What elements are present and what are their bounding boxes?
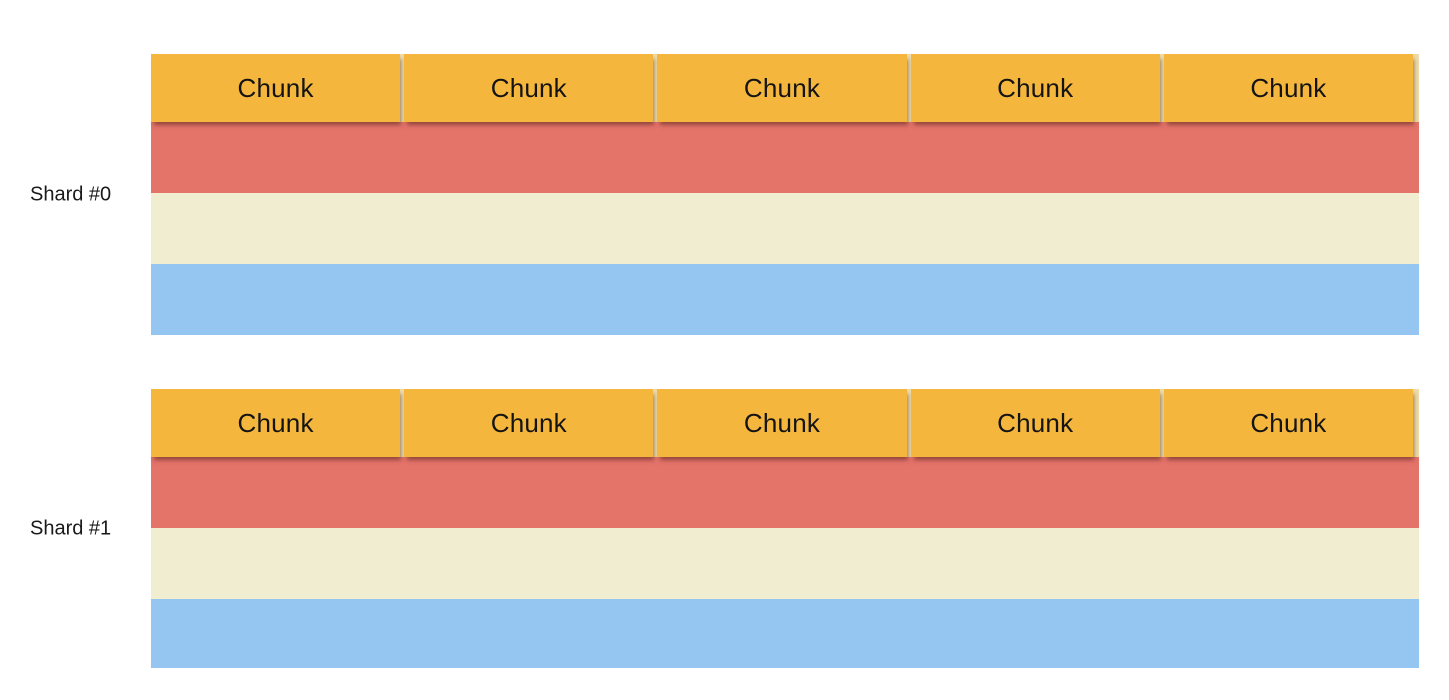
- cream-range-bar: [151, 528, 1419, 599]
- shard-1-label: Shard #1: [30, 517, 112, 539]
- chunk-label: Chunk: [490, 407, 567, 438]
- chunk-label: Chunk: [743, 72, 821, 103]
- chunk-label: Chunk: [237, 407, 314, 438]
- blue-range-bar: [151, 599, 1419, 668]
- chunk-label: Chunk: [1250, 407, 1327, 438]
- red-range-bar: [151, 122, 1419, 193]
- shard-0-label: Shard #0: [30, 183, 112, 205]
- shard-0-chunk-row: Chunk Chunk Chunk Chunk Chunk: [151, 54, 1419, 122]
- shard-1-body: Chunk Chunk Chunk Chunk Chunk: [151, 389, 1419, 668]
- chunk-label: Chunk: [237, 72, 314, 103]
- chunk-label: Chunk: [997, 407, 1074, 438]
- chunk-box: Chunk: [404, 389, 654, 457]
- chunk-box: Chunk: [1163, 389, 1414, 457]
- chunk-box: Chunk: [657, 54, 907, 122]
- shard-1-chunk-row: Chunk Chunk Chunk Chunk Chunk: [151, 389, 1419, 457]
- blue-range-bar: [151, 264, 1419, 335]
- chunk-label: Chunk: [997, 72, 1074, 103]
- shard-0-body: Chunk Chunk Chunk Chunk Chunk: [151, 54, 1419, 335]
- chunk-box: Chunk: [404, 54, 654, 122]
- cream-range-bar: [151, 193, 1419, 264]
- chunk-box: Chunk: [151, 389, 401, 457]
- shard-1-block: Shard #1 Chunk Chunk Chunk Chunk Chunk: [0, 389, 1449, 668]
- shard-0-block: Shard #0 Chunk Chunk Chunk Chunk Chunk: [0, 54, 1449, 335]
- chunk-label: Chunk: [490, 72, 567, 103]
- chunk-box: Chunk: [151, 54, 401, 122]
- chunk-box: Chunk: [1163, 54, 1414, 122]
- chunk-box: Chunk: [657, 389, 907, 457]
- red-range-bar: [151, 457, 1419, 528]
- chunk-label: Chunk: [1250, 72, 1327, 103]
- chunk-label: Chunk: [743, 407, 821, 438]
- chunk-box: Chunk: [910, 389, 1160, 457]
- chunk-box: Chunk: [910, 54, 1160, 122]
